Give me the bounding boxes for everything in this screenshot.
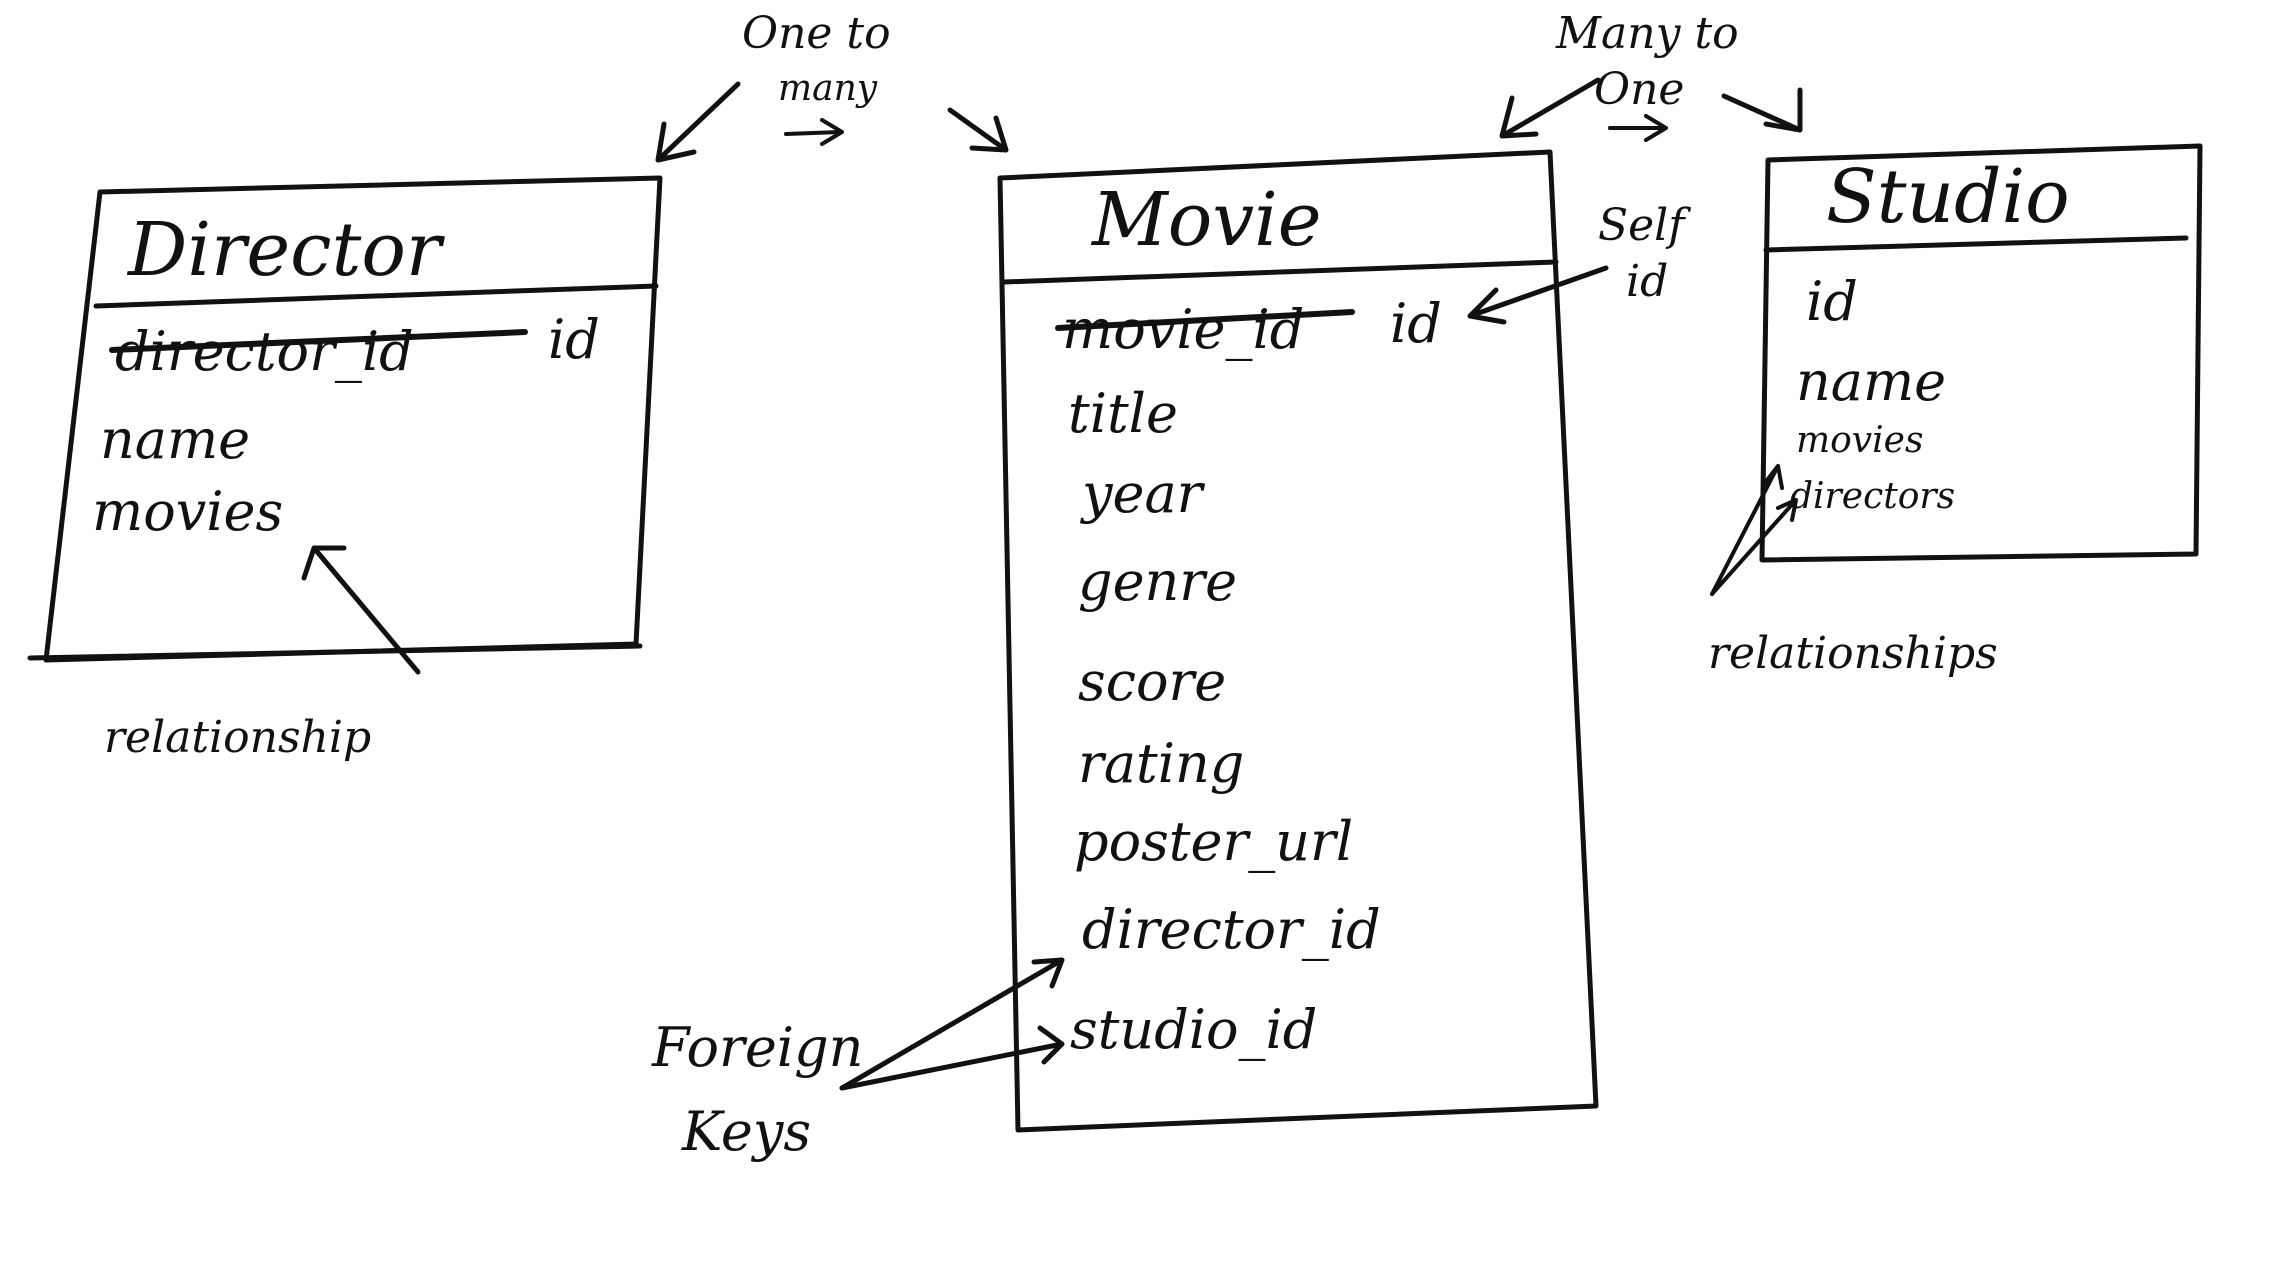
movie-field-rating: rating [1078,732,1244,795]
studio-box [1759,143,2203,563]
one-to-many-left-arrow [655,81,741,163]
foreign-keys-annotation: Foreign Keys [651,957,1065,1163]
movie-field-year: year [1080,462,1206,525]
director-relationship-label: relationship [104,712,371,763]
one-to-many-line-2: many [778,68,878,109]
director-struck-field: director_id [115,320,414,383]
self-id-annotation: Self id [1467,200,1691,325]
movie-field-director-id: director_id [1082,898,1381,961]
foreign-keys-arrow-director-id [839,957,1065,1091]
movie-box [997,149,1599,1133]
movie-struck-field: movie_id [1062,298,1304,361]
foreign-keys-arrow-studio-id [839,1025,1065,1091]
movie-title: Movie [1090,177,1322,263]
many-to-one-right-arrow [1721,87,1803,133]
director-box-base-stroke [27,643,643,661]
director-field-name: name [100,408,250,471]
movie-field-title: title [1068,382,1178,445]
movie-field-genre: genre [1078,550,1237,613]
studio-relationships-arrow-movies [1710,464,1784,596]
studio-field-id: id [1806,270,1858,333]
director-relationship-arrow [301,545,421,675]
many-to-one-left-arrow [1499,77,1601,139]
many-to-one-small-arrow [1608,114,1668,142]
self-id-arrow [1467,265,1609,325]
movie-field-poster-url: poster_url [1074,810,1353,873]
movie-header-divider [1001,259,1559,285]
studio-field-name: name [1796,350,1946,413]
self-id-line-1: Self [1598,200,1691,251]
movie-field-id: id [1390,292,1442,355]
studio-field-movies: movies [1796,420,1923,461]
director-field-movies: movies [92,480,283,543]
director-entity: Director director_id id name movies [27,175,663,663]
one-to-many-right-arrow [947,107,1009,153]
studio-entity: Studio id name movies directors [1759,143,2203,563]
one-to-many-annotation: One to many [655,8,1009,163]
director-header-divider [93,283,659,309]
director-struck-line [109,329,528,353]
foreign-keys-line-2: Keys [681,1100,811,1163]
self-id-line-2: id [1626,256,1668,307]
studio-relationships-annotation: relationships [1708,464,1998,679]
foreign-keys-line-1: Foreign [651,1016,863,1079]
studio-header-divider [1763,235,2189,253]
director-field-id: id [548,308,600,371]
studio-field-directors: directors [1790,476,1955,517]
movie-struck-line [1055,309,1355,331]
director-title: Director [126,207,446,293]
movie-field-score: score [1078,650,1226,713]
studio-relationships-arrow-directors [1710,498,1798,596]
studio-relationships-label: relationships [1708,628,1998,679]
movie-field-studio-id: studio_id [1070,998,1317,1061]
studio-title: Studio [1826,154,2070,240]
one-to-many-small-arrow [784,118,844,146]
many-to-one-line-2: One [1594,64,1684,115]
many-to-one-line-1: Many to [1555,8,1739,59]
many-to-one-annotation: Many to One [1499,8,1803,142]
one-to-many-line-1: One to [742,8,891,59]
director-relationship-annotation: relationship [104,545,421,763]
movie-entity: Movie movie_id id title year genre score… [997,149,1599,1133]
